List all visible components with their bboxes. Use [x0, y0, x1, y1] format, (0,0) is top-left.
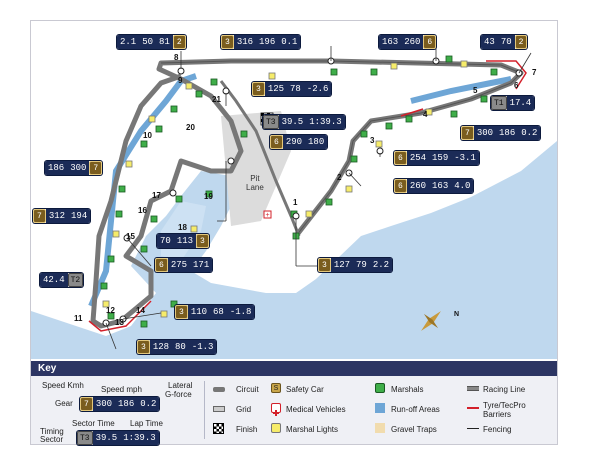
- racing-line-swatch: [467, 386, 479, 391]
- fencing-swatch: [467, 428, 479, 429]
- turn-label-8: 8: [174, 53, 179, 62]
- turn-label-5: 5: [473, 86, 478, 95]
- pit-lane: [219, 80, 301, 237]
- compass-rose-icon: [421, 311, 441, 331]
- key-lap-time-label: Lap Time: [130, 419, 163, 428]
- barrier-swatch: [467, 407, 479, 409]
- turn-label-15: 15: [126, 232, 135, 241]
- turn-label-7: 7: [532, 68, 537, 77]
- grid-icon: [213, 406, 225, 412]
- turn-label-21: 21: [212, 95, 221, 104]
- safety-car-icon: S: [271, 383, 281, 393]
- key-sector-time-label: Sector Time: [72, 419, 115, 428]
- key-speed-mph-label: Speed mph: [101, 385, 142, 394]
- barrier-line-3: [400, 108, 424, 117]
- key-racing-line-label: Racing Line: [483, 385, 526, 394]
- key-gravel-label: Gravel Traps: [391, 425, 437, 434]
- turn-label-9: 9: [178, 76, 183, 85]
- gravel-swatch: [375, 423, 385, 433]
- turn-label-11: 11: [74, 314, 83, 323]
- turn-label-17: 17: [152, 191, 161, 200]
- barrier-line-2: [486, 60, 527, 90]
- medical-icon: [271, 403, 281, 416]
- marshal-lights: [102, 60, 468, 318]
- barrier-line: [88, 300, 152, 332]
- key-runoff-label: Run-off Areas: [391, 405, 440, 414]
- circuit-swatch: [213, 387, 225, 392]
- marshals-icon: [375, 383, 385, 393]
- turn-label-2: 2: [337, 173, 342, 182]
- turn-label-14: 14: [136, 306, 145, 315]
- key-speed-kmh-label: Speed Kmh: [42, 381, 84, 390]
- key-medical-label: Medical Vehicles: [286, 405, 346, 414]
- key-fencing-label: Fencing: [483, 425, 512, 434]
- key-sector-label: Sector: [40, 435, 64, 444]
- turn-label-16: 16: [138, 206, 147, 215]
- marshal-light-icon: [271, 423, 281, 433]
- turn-label-6: 6: [514, 81, 519, 90]
- turn-label-1: 1: [293, 198, 298, 207]
- turn-label-20: 20: [186, 123, 195, 132]
- svg-text:+: +: [265, 212, 269, 219]
- leader-lines: [105, 46, 532, 350]
- key-marshal-lights-label: Marshal Lights: [286, 425, 339, 434]
- key-divider: [204, 381, 205, 439]
- medical-vehicle-icon: +: [263, 210, 272, 219]
- key-header: Key: [31, 361, 557, 376]
- turn-label-3: 3: [370, 136, 375, 145]
- runoff-area-2: [410, 76, 512, 104]
- key-barriers-label-2: Barriers: [483, 410, 512, 419]
- runoff-area: [88, 73, 197, 308]
- key-grid-label: Grid: [236, 405, 252, 414]
- key-gear-label: Gear: [55, 399, 73, 408]
- turn-label-13: 13: [115, 318, 124, 327]
- runoff-swatch: [375, 403, 385, 413]
- finish-icon: [213, 423, 224, 434]
- turn-label-19: 19: [204, 192, 213, 201]
- key-timing-label: Timing: [40, 427, 64, 436]
- turn-label-12: 12: [106, 306, 115, 315]
- key-gforce-label: G-force: [165, 390, 192, 399]
- turn-label-10: 10: [143, 131, 152, 140]
- key-marshals-label: Marshals: [391, 385, 424, 394]
- key-lateral-label: Lateral: [168, 381, 193, 390]
- key-circuit-label: Circuit: [236, 385, 259, 394]
- water-area: [31, 141, 557, 359]
- circuit-map: +: [31, 21, 557, 359]
- key-finish-label: Finish: [236, 425, 258, 434]
- key-safety-car-label: Safety Car: [286, 385, 324, 394]
- turn-label-18: 18: [178, 223, 187, 232]
- turn-label-4: 4: [423, 110, 428, 119]
- north-label: N: [454, 311, 460, 318]
- key-barriers-label: Tyre/TecPro: [483, 401, 526, 410]
